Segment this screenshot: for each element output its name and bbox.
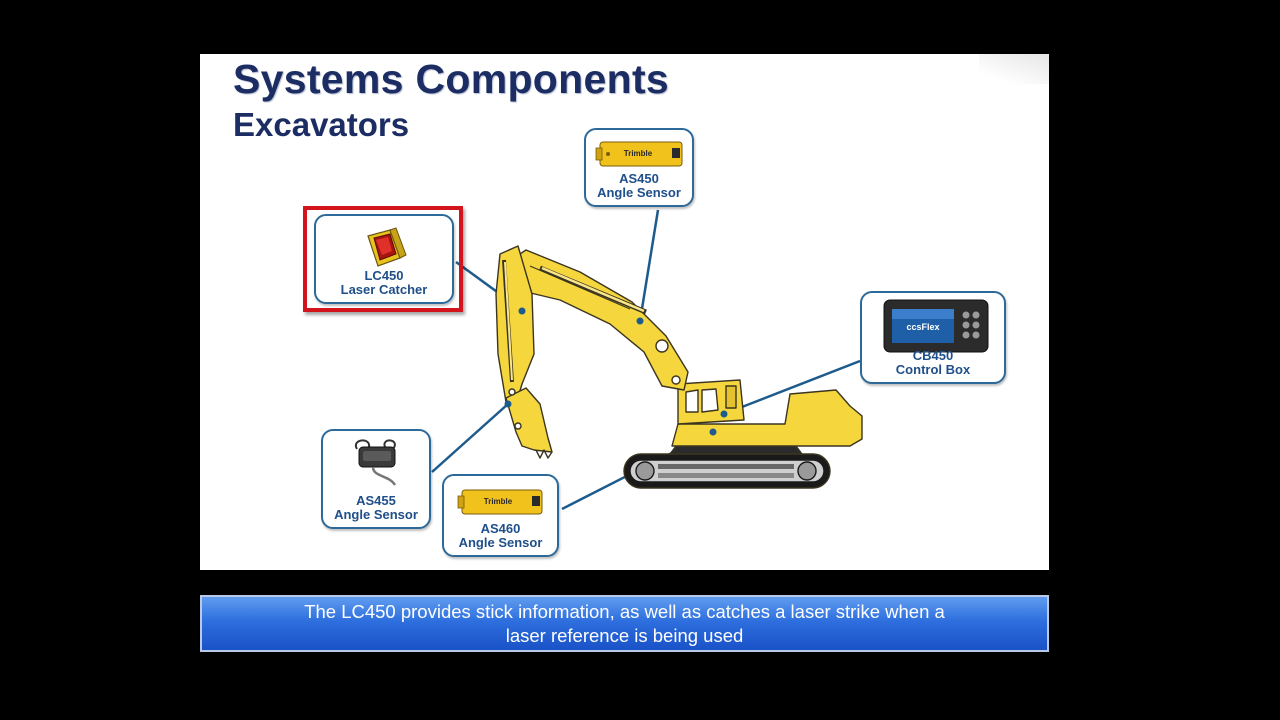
connector-cb450 [723,359,861,416]
as450-brand-text: Trimble [624,149,653,158]
as460-sensor-image: Trimble [444,482,557,522]
as450-sensor-image: Trimble [586,134,692,174]
cb450-screen-text: ccsFlex [906,322,939,332]
as460-model-label: AS460 [480,521,521,536]
as455-description-label: Angle Sensor [334,507,418,522]
callout-as450: Trimble AS450 Angle Sensor [584,128,694,207]
as455-sensor-image [323,435,429,491]
slide-subtitle: Excavators [233,106,410,143]
control-box-image: ccsFlex [862,297,1004,353]
lc450-highlight-frame [303,206,463,312]
callout-lc450: LC450 Laser Catcher [314,214,454,304]
as450-model-label: AS450 [619,171,659,186]
lc450-model-label: LC450 [364,268,404,283]
caption-line-2: laser reference is being used [505,625,744,646]
excavator-diagram [431,209,863,511]
laser-catcher-image [316,222,452,267]
excavator-boom [501,249,689,391]
excavator-illustration [495,245,863,489]
as460-description-label: Angle Sensor [458,535,543,550]
caption-bar: The LC450 provides stick information, as… [200,595,1049,652]
cb450-description-label: Control Box [895,362,971,377]
callout-as455: AS455 Angle Sensor [321,429,431,529]
as455-model-label: AS455 [356,493,396,508]
slide-corner-shade [979,54,1049,84]
callout-cb450: ccsFlex CB450 Control Box [860,291,1006,384]
as460-brand-text: Trimble [484,497,513,506]
connector-as450 [638,209,660,322]
slide: Systems Components Excavators [200,54,1049,570]
slide-title: Systems Components [233,56,669,102]
caption-line-1: The LC450 provides stick information, as… [304,601,945,622]
connector-as455 [431,403,509,473]
excavator-bucket [505,387,553,453]
cb450-model-label: CB450 [912,348,954,363]
callout-as460: Trimble AS460 Angle Sensor [442,474,559,557]
as450-description-label: Angle Sensor [597,185,681,200]
excavator-house [671,389,863,447]
lc450-description-label: Laser Catcher [340,282,428,297]
